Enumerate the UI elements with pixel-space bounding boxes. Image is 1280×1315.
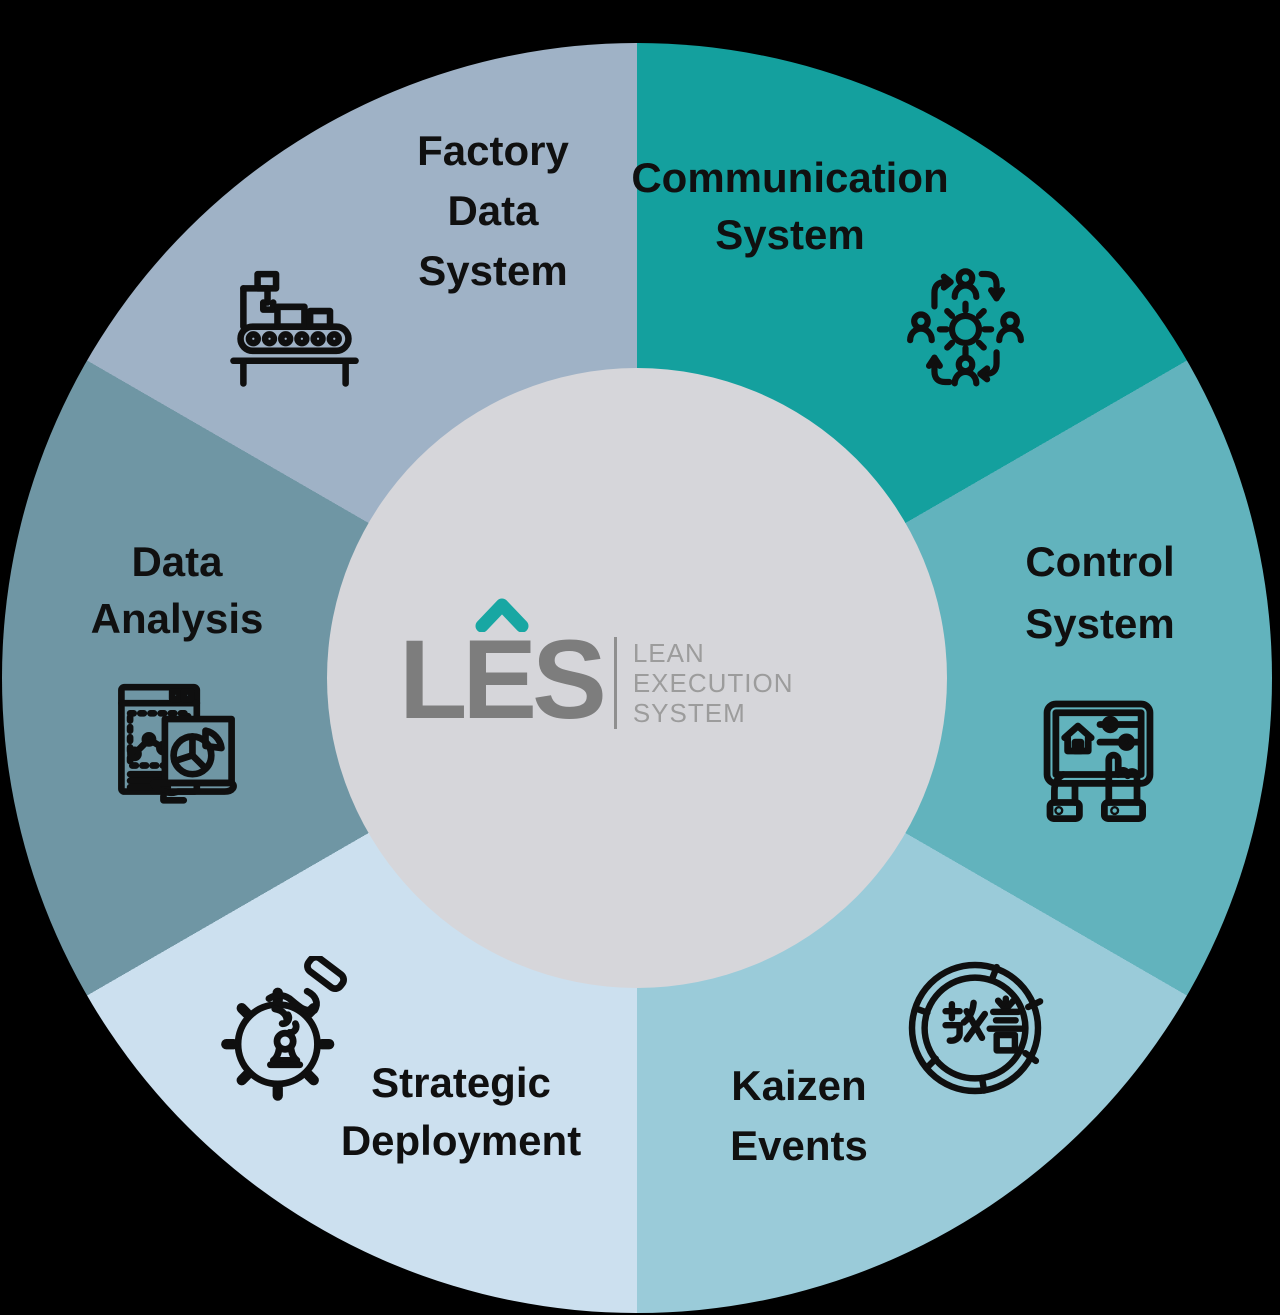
logo-divider xyxy=(613,637,617,729)
tagline-line: EXECUTION xyxy=(632,668,794,698)
segment-label-strategic-deployment: Strategic Deployment xyxy=(341,1054,581,1170)
tablet-hands-icon xyxy=(1025,676,1172,826)
conveyor-robot-icon xyxy=(222,250,367,392)
label-line: System xyxy=(1025,600,1175,647)
segment-label-data-analysis: Data Analysis xyxy=(91,533,264,647)
label-line: Deployment xyxy=(340,1117,582,1164)
label-line: Events xyxy=(730,1122,868,1169)
label-line: Factory xyxy=(417,127,569,174)
gear-chess-hand-icon xyxy=(216,956,363,1103)
segment-label-factory-data-system: Factory Data System xyxy=(417,121,569,301)
les-logotype: LES xyxy=(399,598,607,736)
people-gear-cycle-icon xyxy=(898,258,1033,398)
label-line: System xyxy=(418,247,568,294)
label-line: Kaizen xyxy=(731,1062,867,1109)
logo-text: LES xyxy=(399,617,607,742)
tagline-line: LEAN xyxy=(632,638,705,668)
label-line: Control xyxy=(1025,538,1175,585)
charts-report-icon xyxy=(104,664,249,809)
tagline-line: SYSTEM xyxy=(632,698,746,728)
caret-icon xyxy=(475,598,529,632)
center-hub xyxy=(327,368,947,988)
segment-label-control-system: Control System xyxy=(1025,531,1174,655)
segment-label-communication-system: Communication System xyxy=(631,149,948,263)
label-line: System xyxy=(715,211,865,258)
label-line: Data xyxy=(131,538,223,585)
les-logo: LES LEAN EXECUTION SYSTEM xyxy=(399,598,794,736)
label-line: Strategic xyxy=(371,1059,551,1106)
kaizen-coin-icon xyxy=(905,957,1045,1099)
label-line: Communication xyxy=(631,154,949,201)
segment-label-kaizen-events: Kaizen Events xyxy=(730,1056,868,1176)
label-line: Analysis xyxy=(90,595,264,642)
label-line: Data xyxy=(447,187,539,234)
logo-tagline: LEAN EXECUTION SYSTEM xyxy=(633,638,794,728)
